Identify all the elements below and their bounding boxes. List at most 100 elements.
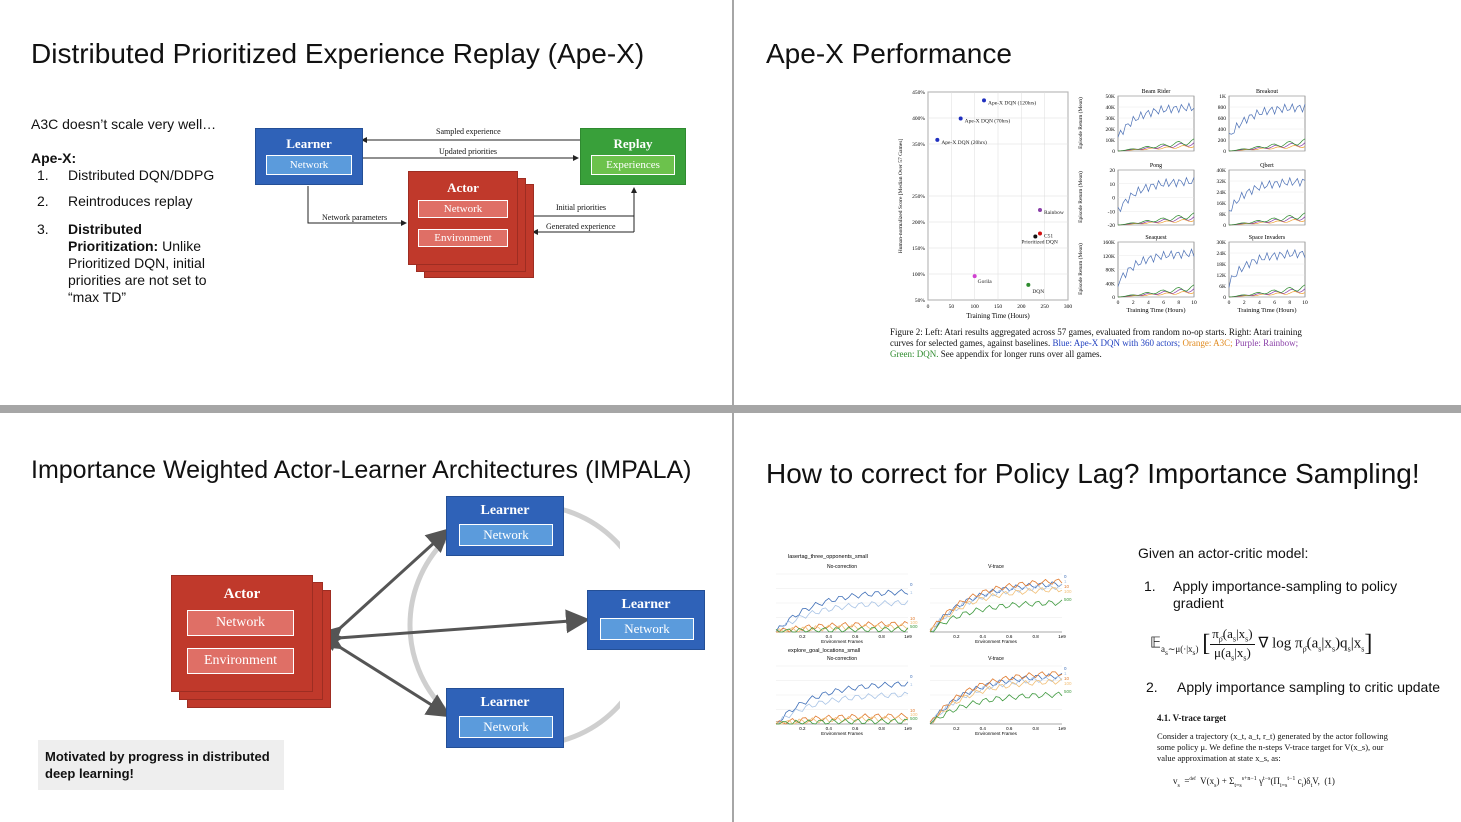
panel-ytick: 400	[1218, 127, 1227, 133]
panel-ylabel: Episode Return (Mean)	[1077, 171, 1084, 223]
vtrace-legend-label: 10	[910, 708, 916, 713]
impala-actor-label: Actor	[223, 586, 261, 602]
vtrace-series-line	[775, 600, 909, 632]
panel-ytick: 120K	[1103, 254, 1115, 260]
vtrace-xtick: 0.6	[1006, 726, 1013, 731]
vtrace-legend-label: 10	[1064, 676, 1070, 681]
vtrace-legend-label: 500	[910, 624, 918, 629]
panel-series-line	[1117, 216, 1195, 226]
scatter-ytick: 350%	[912, 142, 925, 148]
vtrace-series-line	[929, 672, 1063, 724]
panel-ytick: 40K	[1106, 281, 1116, 287]
vtrace-series-line	[929, 691, 1063, 725]
generated-experience-label: Generated experience	[546, 222, 616, 231]
scatter-point-label: Gorila	[978, 279, 993, 285]
panel-ytick: 24K	[1217, 251, 1227, 257]
scatter-xtick: 0	[927, 304, 930, 310]
panel-ylabel: Episode Return (Mean)	[1077, 243, 1084, 295]
sampled-experience-label: Sampled experience	[436, 127, 501, 136]
policy-gradient-formula: 𝔼as∼μ(·|xs) [πρ̄(as|xs)μ(as|xs) ∇ log πρ…	[1150, 626, 1373, 663]
scatter-point-label: Ape-X DQN (70hrs)	[965, 118, 1011, 125]
panel-xtick: 8	[1288, 300, 1291, 306]
vtrace-plot-title: lasertag_three_opponents_small	[788, 554, 868, 560]
vtrace-series-line	[775, 623, 909, 633]
scatter-point	[972, 274, 977, 279]
vtrace-legend-label: 100	[910, 620, 918, 625]
vtrace-legend-label: 1	[910, 682, 913, 687]
panel-ytick: 18K	[1217, 262, 1227, 268]
vtrace-series-line	[929, 587, 1063, 631]
panel-ytick: 0	[1223, 149, 1226, 155]
vtrace-legend-label: 500	[1064, 597, 1072, 602]
panel-series-line	[1228, 103, 1306, 135]
panel-ytick: 30K	[1217, 240, 1227, 246]
impala-actor-box: Actor Network Environment	[171, 575, 313, 692]
slide4-title: How to correct for Policy Lag? Importanc…	[766, 458, 1420, 489]
scatter-point	[958, 116, 963, 121]
scatter-ytick: 150%	[912, 246, 925, 252]
panel-xtick: 6	[1273, 300, 1276, 306]
vertical-divider	[732, 0, 734, 822]
panel-ytick: 0	[1223, 223, 1226, 229]
vtrace-xtick: 1e9	[1058, 726, 1066, 731]
vtrace-plot-title: explore_goal_locations_small	[788, 648, 860, 654]
scatter-ytick: 100%	[912, 272, 925, 278]
panel-series-line	[1228, 288, 1306, 298]
given-text: Given an actor-critic model:	[1138, 545, 1309, 561]
panel-series-line	[1117, 212, 1195, 226]
apex-diagram-arrows	[307, 137, 637, 235]
vtrace-xtick: 0.4	[826, 726, 833, 731]
vtrace-paragraph: Consider a trajectory (x_t, a_t, r_t) ge…	[1157, 731, 1388, 763]
apex-learner-network: Network	[266, 155, 352, 175]
panel-ylabel: Episode Return (Mean)	[1077, 97, 1084, 149]
panel-series-line	[1117, 138, 1195, 152]
vtrace-xtick: 0.2	[953, 634, 960, 639]
vtrace-series-line	[775, 588, 909, 633]
scatter-ytick: 450%	[912, 90, 925, 96]
scatter-xtick: 300	[1064, 304, 1073, 310]
item1-num: 1.	[37, 167, 49, 183]
panel-series-line	[1117, 142, 1195, 152]
panel-xlabel: Training Time (Hours)	[1127, 307, 1186, 314]
vtrace-xtick: 0.8	[878, 634, 885, 639]
vtrace-series-line	[776, 620, 909, 633]
panel-ytick: 0	[1223, 295, 1226, 301]
vtrace-legend-label: 100	[1064, 589, 1072, 594]
vtrace-xtick: 0.6	[852, 726, 859, 731]
panel-ytick: 32K	[1217, 179, 1227, 185]
apex-figure-caption: Figure 2: Left: Atari results aggregated…	[890, 327, 1310, 360]
vtrace-series-line	[776, 718, 909, 725]
impala-learner-right-label: Learner	[621, 597, 671, 612]
item2-text: Reintroduces replay	[68, 193, 193, 209]
slide3-title: Importance Weighted Actor-Learner Archit…	[31, 456, 692, 484]
vtrace-xtick: 0.4	[980, 726, 987, 731]
panel-ytick: -10	[1108, 209, 1116, 215]
vtrace-subtitle: V-trace	[988, 564, 1004, 570]
panel-series-line	[1228, 138, 1306, 152]
vtrace-legend-label: 100	[1064, 681, 1072, 686]
scatter-point-label: Ape-X DQN (20hrs)	[941, 139, 987, 146]
vtrace-xtick: 0.8	[878, 726, 885, 731]
item2-num: 2.	[37, 193, 49, 209]
scatter-xtick: 250	[1041, 304, 1050, 310]
apex-label: Ape-X:	[31, 150, 77, 166]
panel-ytick: 10	[1110, 182, 1116, 188]
panel-xtick: 2	[1132, 300, 1135, 306]
scatter-xtick: 100	[971, 304, 980, 310]
panel-title: Beam Rider	[1142, 89, 1171, 95]
slide1-intro: A3C doesn’t scale very well…	[31, 116, 217, 132]
panel-xtick: 10	[1191, 300, 1197, 306]
vtrace-plots: lasertag_three_opponents_small explore_go…	[775, 554, 1072, 736]
vtrace-legend-label: 10	[910, 616, 916, 621]
panel-ytick: 40K	[1217, 168, 1227, 174]
panel-xtick: 6	[1162, 300, 1165, 306]
panel-series-line	[1228, 216, 1306, 226]
network-parameters-label: Network parameters	[322, 213, 388, 222]
panel-ytick: 1K	[1219, 94, 1226, 100]
panel-series-line	[1117, 248, 1195, 287]
panel-frame	[1117, 95, 1195, 152]
vtrace-series-line	[775, 626, 909, 633]
panel-ytick: 6K	[1219, 284, 1226, 290]
item3-num: 3.	[37, 221, 49, 237]
